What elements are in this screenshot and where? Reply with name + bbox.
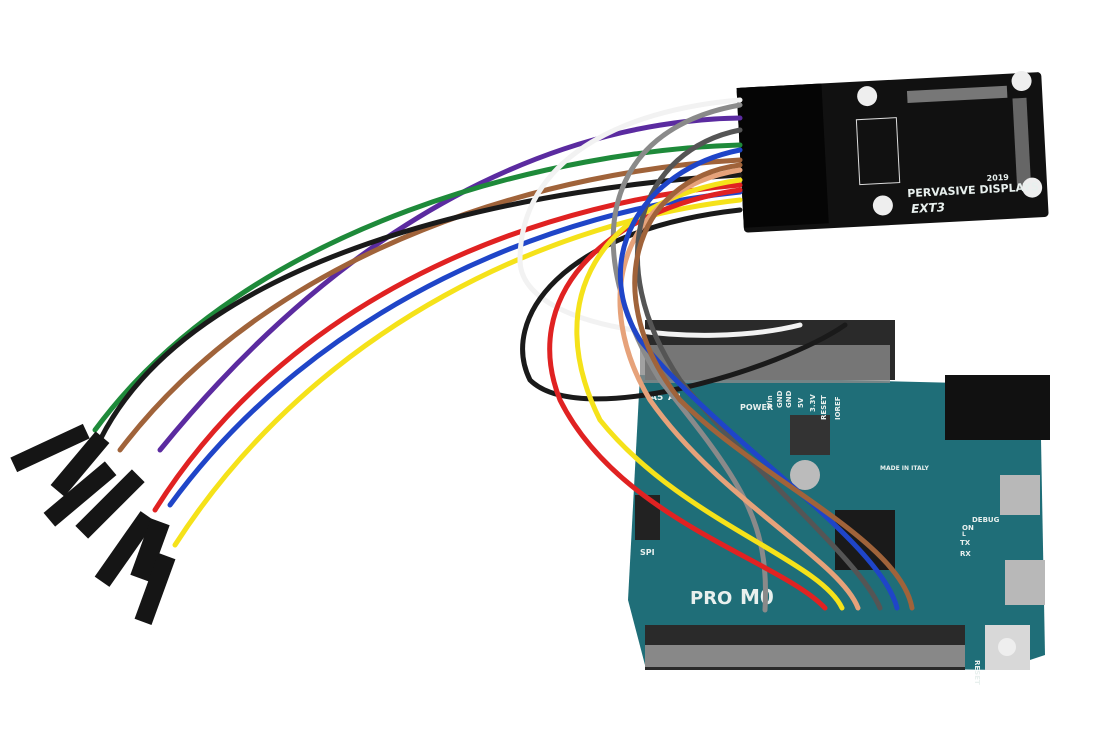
wire-purple	[157, 115, 743, 453]
wire-gray	[610, 102, 769, 613]
label-3v3: 3.3V	[809, 394, 817, 412]
dc-jack	[945, 375, 1050, 440]
capacitor	[790, 460, 820, 490]
usb-port-programming	[1000, 475, 1040, 515]
label-a5: A5	[650, 393, 663, 403]
ext3-year: 2019	[986, 173, 1009, 183]
label-vin: Vin	[766, 395, 774, 408]
pervasive-displays-ext3-board: PERVASIVE DISPLAYS EXT3 2019	[736, 71, 1049, 233]
wire-blue-board	[617, 147, 900, 611]
label-5v: 5V	[797, 397, 805, 408]
ext3-model: EXT3	[911, 200, 946, 216]
label-made-in: MADE IN ITALY	[880, 465, 930, 472]
label-reset-button: RESET	[973, 660, 981, 685]
label-spi: SPI	[640, 548, 655, 557]
wire-brown	[117, 157, 743, 453]
inductor	[790, 415, 830, 455]
label-debug: DEBUG	[972, 516, 1000, 524]
fpc-connector	[906, 85, 1008, 104]
label-gnd-1: GND	[776, 390, 784, 408]
label-rx: RX	[960, 550, 971, 558]
label-l: L	[962, 531, 966, 538]
label-on: ON	[962, 524, 974, 532]
loose-connectors	[10, 423, 176, 625]
wire-darkgray	[635, 127, 883, 611]
usb-port-native	[1005, 560, 1045, 605]
board-wires	[517, 97, 915, 613]
wire-white	[517, 97, 803, 338]
wire-red	[152, 182, 743, 513]
wire-brown-board	[632, 162, 915, 611]
model-suffix: PRO	[690, 588, 732, 609]
label-tx: TX	[960, 539, 971, 547]
label-power: POWER	[740, 403, 773, 412]
label-ioref: IOREF	[834, 396, 842, 420]
wire-black	[97, 172, 743, 443]
ext3-connector	[736, 83, 829, 228]
label-gnd-2: GND	[785, 390, 793, 408]
label-reset-header: RESET	[820, 395, 828, 420]
model-text: M0	[740, 585, 774, 609]
